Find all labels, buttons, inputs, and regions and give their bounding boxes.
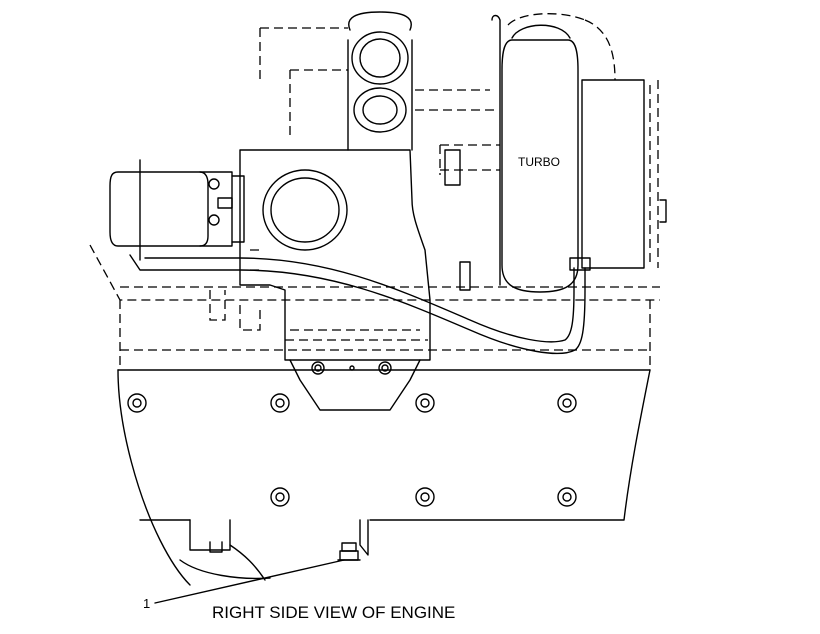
drain-plug — [337, 542, 361, 561]
block-rails — [89, 244, 660, 370]
callout-number: 1 — [143, 596, 150, 611]
diagram-caption: RIGHT SIDE VIEW OF ENGINE — [212, 603, 455, 622]
oil-line — [129, 254, 591, 355]
turbocharger: TURBO — [491, 13, 667, 293]
mount-flange — [289, 359, 421, 411]
callout-leader — [154, 559, 345, 604]
intake-manifold — [259, 11, 500, 186]
engine-block — [117, 369, 651, 586]
housing — [239, 149, 431, 361]
turbo-label: TURBO — [518, 155, 560, 169]
solenoid — [109, 159, 245, 261]
